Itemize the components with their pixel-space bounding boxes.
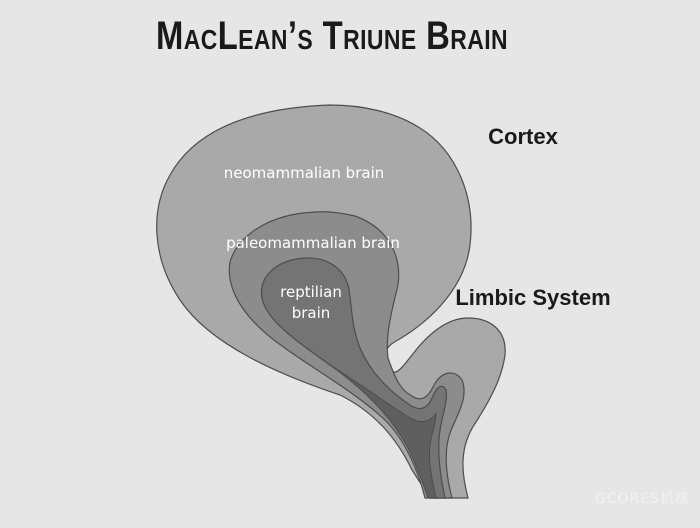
neomammalian-brain-label: neomammalian brain <box>224 164 385 182</box>
limbic-system-label: Limbic System <box>455 285 610 310</box>
paleomammalian-brain-label: paleomammalian brain <box>226 234 400 252</box>
watermark: GCORES机核 <box>595 491 690 507</box>
diagram-title: MacLean’s Triune Brain <box>156 14 508 58</box>
reptilian-brain-label-line1: reptilian <box>280 283 342 301</box>
brainstem-core <box>329 364 437 499</box>
reptilian-brain-label-line2: brain <box>292 304 331 322</box>
cortex-label: Cortex <box>488 124 558 149</box>
reptilian-brain-region <box>260 257 448 499</box>
